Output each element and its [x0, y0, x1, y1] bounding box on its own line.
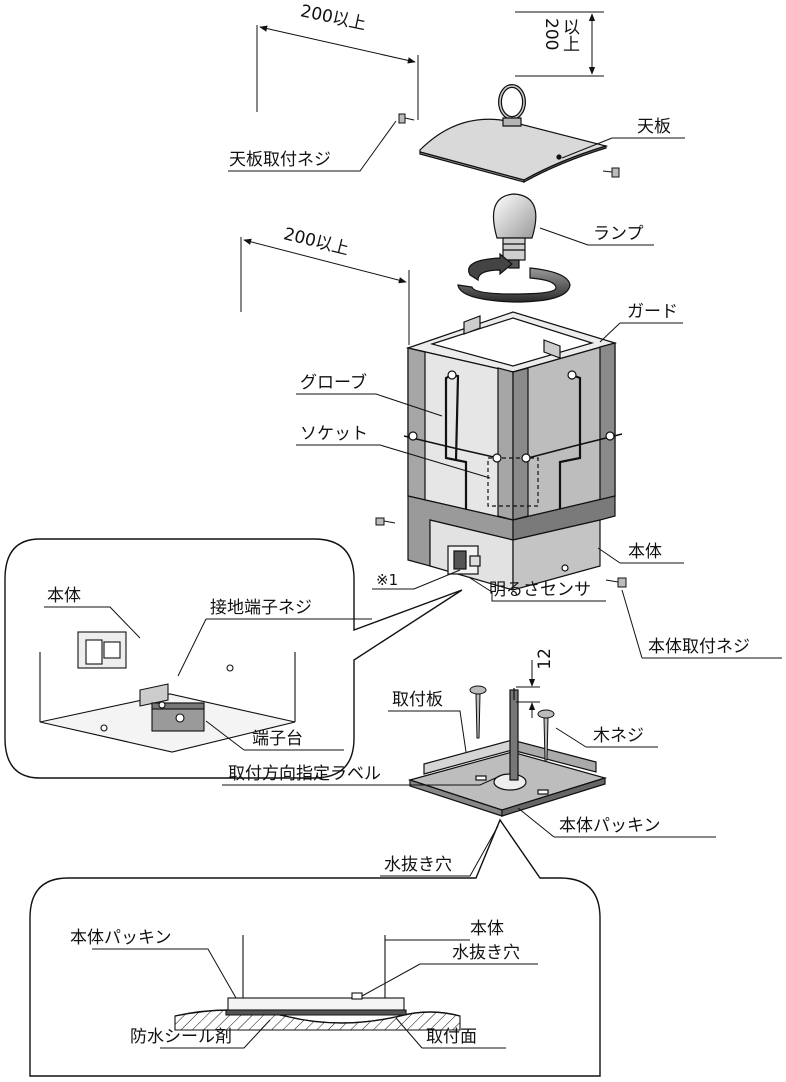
detail-body-label: 本体	[47, 586, 81, 606]
body-packing-label: 本体パッキン	[559, 816, 661, 836]
section-body-label: 本体	[470, 919, 504, 939]
body-screw-right	[605, 577, 627, 588]
luminaire-body	[403, 311, 623, 591]
mounting-plate-label: 取付板	[392, 690, 443, 710]
note-mark-label: ※1	[376, 571, 399, 589]
wire-strip-length: 12	[535, 648, 555, 670]
terminal-block-label: 端子台	[252, 729, 303, 749]
leader-lines	[44, 120, 782, 1049]
direction-label-label: 取付方向指定ラベル	[228, 764, 381, 784]
drain-hole-label: 水抜き穴	[384, 855, 452, 875]
wood-screw-left	[469, 685, 487, 739]
waterproof-sealant-label: 防水シール剤	[130, 1027, 232, 1047]
top-vertical-clearance-value: 200	[541, 18, 561, 51]
light-sensor-label: 明るさセンサ	[489, 580, 591, 600]
body-clearance-dimension	[240, 237, 410, 345]
section-detail-callout	[29, 818, 601, 1077]
globe-label: グローブ	[300, 373, 367, 393]
body-screw-label: 本体取付ネジ	[648, 637, 750, 657]
top-plate-screw-label: 天板取付ネジ	[229, 150, 331, 170]
section-drain-hole-label: 水抜き穴	[452, 943, 520, 963]
body-screw-left	[375, 517, 396, 526]
mounting-plate	[407, 688, 608, 817]
top-plate-screw-right	[602, 167, 620, 178]
rotation-arrow-icon	[457, 252, 571, 303]
wood-screw-label: 木ネジ	[593, 726, 644, 746]
socket-label: ソケット	[300, 424, 368, 444]
body-label: 本体	[628, 542, 662, 562]
lamp-label: ランプ	[593, 224, 644, 244]
section-detail-drawing	[174, 935, 461, 1031]
top-plate-screw-left	[398, 113, 415, 124]
terminal-detail-drawing	[39, 631, 296, 753]
top-plate	[419, 84, 609, 184]
section-body-packing-label: 本体パッキン	[70, 928, 172, 948]
top-clearance-dimension	[256, 11, 604, 120]
guard-label: ガード	[627, 302, 678, 322]
ground-screw-label: 接地端子ネジ	[210, 598, 312, 618]
wood-screw-right	[537, 709, 555, 761]
lamp	[492, 193, 537, 269]
top-vertical-clearance-suffix: 以上	[559, 18, 579, 52]
mounting-surface-label: 取付面	[426, 1027, 477, 1047]
top-plate-label: 天板	[637, 117, 671, 137]
wire-strip-dimension	[516, 660, 540, 718]
